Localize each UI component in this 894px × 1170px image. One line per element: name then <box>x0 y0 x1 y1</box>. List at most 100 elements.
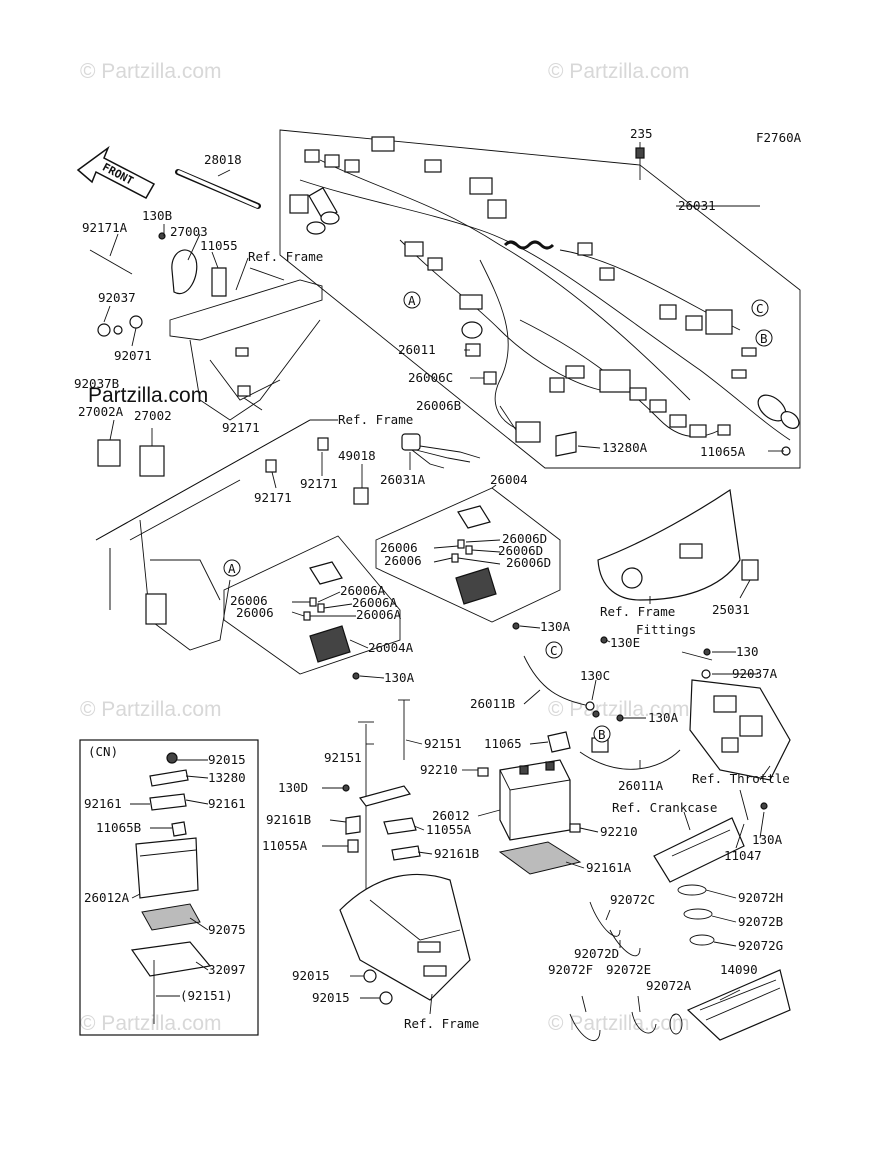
svg-text:92072H: 92072H <box>738 890 783 905</box>
svg-text:B: B <box>760 331 768 346</box>
svg-text:92161: 92161 <box>84 796 122 811</box>
part-235-bolt <box>635 147 645 159</box>
svg-text:11065B: 11065B <box>96 820 141 835</box>
callout-b: B <box>755 329 773 347</box>
watermark: © Partzilla.com <box>80 698 222 721</box>
svg-text:92075: 92075 <box>208 922 246 937</box>
svg-text:26011: 26011 <box>398 342 436 357</box>
svg-text:92072A: 92072A <box>646 978 692 993</box>
svg-text:92171: 92171 <box>222 420 260 435</box>
svg-text:92072D: 92072D <box>574 946 619 961</box>
svg-text:130C: 130C <box>580 668 610 683</box>
svg-text:A: A <box>228 561 236 576</box>
ref-frame-fittings-label: Ref. Frame <box>600 604 675 619</box>
svg-text:92151: 92151 <box>424 736 462 751</box>
svg-text:26006C: 26006C <box>408 370 453 385</box>
watermark: © Partzilla.com <box>80 60 222 83</box>
svg-text:14090: 14090 <box>720 962 758 977</box>
cn-inset-box <box>79 739 259 1036</box>
ref-frame-label: Ref. Frame <box>404 1016 479 1031</box>
svg-text:(92151): (92151) <box>180 988 233 1003</box>
part-92161a-pad <box>498 841 582 875</box>
part-26004-fuse-box <box>451 505 497 605</box>
part-27002-relay <box>139 445 165 477</box>
frame-mid-section <box>95 419 311 651</box>
svg-text:32097: 32097 <box>208 962 246 977</box>
svg-text:11055: 11055 <box>200 238 238 253</box>
part-26031a-subharness <box>401 433 481 469</box>
svg-text:C: C <box>550 643 558 658</box>
svg-text:92171A: 92171A <box>82 220 128 235</box>
svg-text:130D: 130D <box>278 780 308 795</box>
svg-text:25031: 25031 <box>712 602 750 617</box>
svg-text:28018: 28018 <box>204 152 242 167</box>
svg-text:92072C: 92072C <box>610 892 655 907</box>
part-13280a-bracket <box>555 431 577 457</box>
svg-text:235: 235 <box>630 126 653 141</box>
svg-text:130E: 130E <box>610 635 640 650</box>
svg-text:92037A: 92037A <box>732 666 778 681</box>
part-26011a-cable <box>579 749 681 770</box>
svg-text:26006: 26006 <box>380 540 418 555</box>
svg-text:26006A: 26006A <box>356 607 402 622</box>
part-labels: 235 26031 28018 130B 27003 11055 92171A … <box>74 126 783 1005</box>
part-92171a-strap <box>89 249 133 275</box>
svg-text:26011B: 26011B <box>470 696 515 711</box>
watermark: © Partzilla.com <box>548 698 690 721</box>
svg-text:26006D: 26006D <box>506 555 551 570</box>
svg-text:130A: 130A <box>384 670 415 685</box>
part-27003-horn <box>171 249 198 295</box>
ref-fittings-label: Fittings <box>636 622 696 637</box>
svg-text:11055A: 11055A <box>426 822 472 837</box>
svg-text:92210: 92210 <box>600 824 638 839</box>
part-26004a-fuse-box <box>303 561 351 663</box>
svg-text:13280A: 13280A <box>602 440 648 455</box>
svg-text:92071: 92071 <box>114 348 152 363</box>
cn-inset-parts <box>130 752 212 1024</box>
callout-a: A <box>403 291 421 309</box>
part-49018-flasher <box>353 487 369 505</box>
svg-text:92037: 92037 <box>98 290 136 305</box>
leader-lines <box>103 169 784 1017</box>
part-26012-battery <box>499 759 571 841</box>
part-92071-grommet <box>129 315 143 329</box>
svg-text:26004: 26004 <box>490 472 528 487</box>
watermark: © Partzilla.com <box>548 1012 690 1035</box>
svg-text:26012: 26012 <box>432 808 470 823</box>
svg-text:A: A <box>408 293 416 308</box>
svg-text:92015: 92015 <box>292 968 330 983</box>
svg-text:26006: 26006 <box>230 593 268 608</box>
svg-text:130A: 130A <box>752 832 783 847</box>
svg-text:26006B: 26006B <box>416 398 461 413</box>
part-92171-clip <box>317 437 329 451</box>
ref-throttle-label: Ref. Throttle <box>692 771 790 786</box>
svg-text:26006: 26006 <box>236 605 274 620</box>
svg-text:11065: 11065 <box>484 736 522 751</box>
svg-text:92171: 92171 <box>254 490 292 505</box>
ref-frame-label: Ref. Frame <box>248 249 323 264</box>
svg-text:26004A: 26004A <box>368 640 414 655</box>
frame-fittings <box>597 488 741 601</box>
part-14090-cover <box>686 969 791 1041</box>
svg-text:130B: 130B <box>142 208 172 223</box>
figure-code: F2760A <box>756 130 802 145</box>
svg-text:92015: 92015 <box>312 990 350 1005</box>
part-27002a-relay <box>97 439 121 467</box>
svg-text:92161: 92161 <box>208 796 246 811</box>
part-11055-bracket <box>211 267 227 297</box>
svg-text:92210: 92210 <box>420 762 458 777</box>
ref-crankcase-label: Ref. Crankcase <box>612 800 717 815</box>
svg-text:11055A: 11055A <box>262 838 308 853</box>
svg-text:92171: 92171 <box>300 476 338 491</box>
callout-b: B <box>593 725 611 743</box>
svg-text:92072B: 92072B <box>738 914 783 929</box>
svg-text:11047: 11047 <box>724 848 762 863</box>
svg-text:26006A: 26006A <box>340 583 386 598</box>
part-11065-cap <box>547 731 571 753</box>
svg-text:92072E: 92072E <box>606 962 651 977</box>
frame-front-section <box>169 279 323 421</box>
svg-text:92072F: 92072F <box>548 962 593 977</box>
watermark-dark: Partzilla.com <box>88 384 208 407</box>
part-26011b-cable <box>523 655 591 707</box>
